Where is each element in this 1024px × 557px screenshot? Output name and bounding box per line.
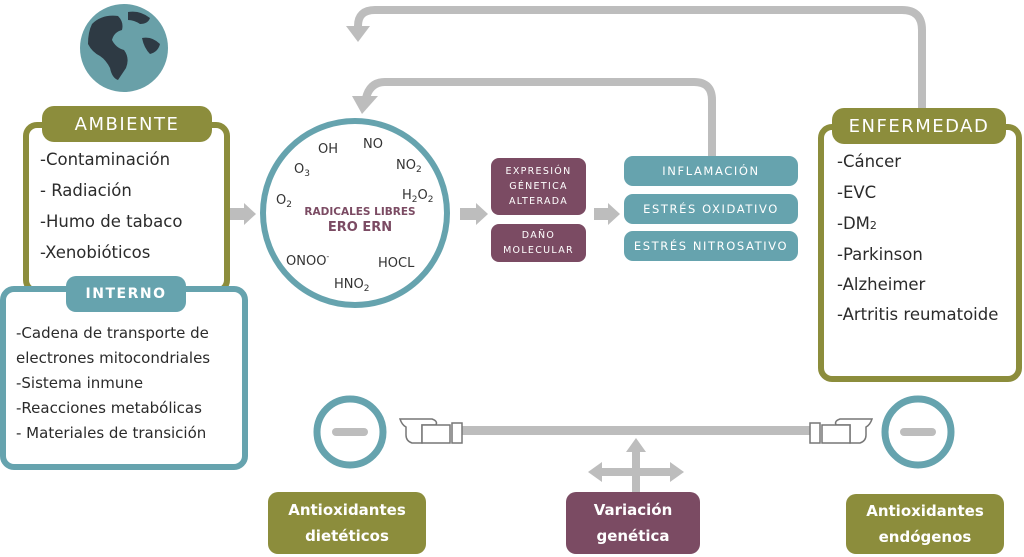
interno-item: - Materiales de transición — [16, 424, 207, 442]
dano-line: DAÑO — [521, 230, 556, 241]
enfermedad-item: -DM2 — [837, 214, 877, 233]
enfermedad-item: -Alzheimer — [837, 275, 926, 294]
dano-line: MOLECULAR — [503, 245, 574, 256]
interno-item: electrones mitocondriales — [16, 349, 211, 367]
variacion-genetica-box: Variación genética — [566, 492, 700, 554]
hand-bar — [458, 426, 810, 435]
interno-item: -Sistema inmune — [16, 374, 144, 392]
ambiente-item: -Contaminación — [40, 150, 171, 169]
interno-title: INTERNO — [66, 276, 186, 312]
minus-circle-icon — [881, 395, 955, 469]
globe-icon — [80, 4, 168, 92]
dano-box: DAÑO MOLECULAR — [491, 224, 586, 262]
estres-nitrosativo-box: ESTRÉS NITROSATIVO — [624, 231, 798, 261]
expresion-box: EXPRESIÓN GÉNETICA ALTERADA — [491, 158, 586, 215]
minus-circle-icon — [313, 395, 387, 469]
molecule-o2: O2 — [276, 193, 292, 210]
interno-item: -Cadena de transporte de — [16, 324, 209, 342]
ambiente-item: -Xenobióticos — [40, 243, 151, 262]
box-line: dietéticos — [305, 527, 389, 545]
inflamacion-box: INFLAMACIÓN — [624, 156, 798, 186]
molecule-no2: NO2 — [396, 158, 422, 175]
molecule-hocl: HOCL — [378, 256, 415, 271]
pointing-hand-left-icon — [809, 418, 874, 444]
ambiente-item: - Radiación — [40, 181, 132, 200]
interno-panel — [0, 286, 248, 470]
radicales-sublabel: ERO ERN — [327, 220, 393, 235]
enfermedad-title: ENFERMEDAD — [832, 108, 1006, 144]
box-line: Antioxidantes — [866, 502, 984, 520]
molecule-o3: O3 — [294, 162, 310, 179]
interno-item: -Reacciones metabólicas — [16, 399, 202, 417]
pointing-hand-right-icon — [398, 418, 463, 444]
molecule-hno2: HNO2 — [334, 277, 370, 294]
arrow-head-top — [346, 26, 370, 42]
antioxidantes-dieteticos-box: Antioxidantes dietéticos — [268, 492, 426, 554]
estres-oxidativo-box: ESTRÉS OXIDATIVO — [624, 194, 798, 224]
box-line: genética — [596, 527, 670, 545]
arrow-head-inner — [352, 96, 378, 114]
box-line: Antioxidantes — [288, 501, 406, 519]
expresion-line: ALTERADA — [508, 196, 569, 207]
enfermedad-item: -Cáncer — [837, 152, 902, 171]
arrow-right-1 — [228, 203, 256, 225]
arrow-right-3 — [594, 203, 620, 225]
enfermedad-item: -Parkinson — [837, 245, 923, 264]
molecule-no: NO — [363, 137, 383, 152]
ambiente-title: AMBIENTE — [42, 106, 212, 142]
radicales-label: RADICALES LIBRES — [304, 206, 416, 218]
molecule-h2o2: H2O2 — [402, 188, 434, 205]
enfermedad-item: -EVC — [837, 183, 877, 202]
molecule-onoo: ONOO- — [286, 252, 330, 269]
expresion-line: EXPRESIÓN — [505, 166, 572, 177]
box-line: endógenos — [878, 528, 972, 546]
antioxidantes-endogenos-box: Antioxidantes endógenos — [846, 494, 1004, 554]
four-way-arrow-icon — [588, 438, 684, 498]
expresion-line: GÉNETICA — [509, 181, 568, 192]
box-line: Variación — [593, 501, 673, 519]
ambiente-item: -Humo de tabaco — [40, 212, 183, 231]
ambiente-panel — [23, 122, 230, 294]
radicales-circle — [260, 118, 450, 308]
molecule-oh: OH — [318, 142, 339, 157]
enfermedad-item: -Artritis reumatoide — [837, 305, 999, 324]
arrow-right-2 — [460, 203, 488, 225]
